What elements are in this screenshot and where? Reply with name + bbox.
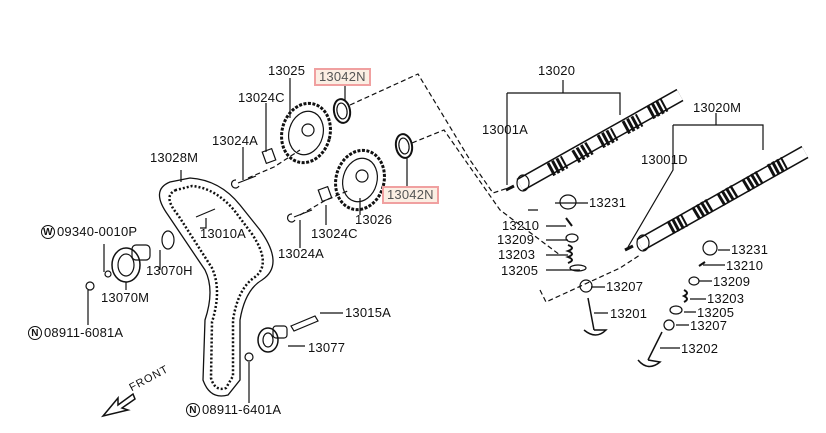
label-13070h[interactable]: 13070H [146,263,193,278]
valve-seal-13207-a [579,279,593,293]
nut-08911-6081a [85,281,95,291]
label-13024a-top[interactable]: 13024A [212,133,259,148]
spring-seat-13205-b [669,305,683,315]
label-13024c-top[interactable]: 13024C [238,90,285,105]
label-13210-b[interactable]: 13210 [726,258,764,273]
idler-pulley [257,327,279,353]
camshaft-exhaust [636,145,809,252]
front-arrow-icon [100,392,136,418]
label-13024a-bottom[interactable]: 13024A [278,246,325,261]
timing-belt [158,177,274,397]
camshaft-sprocket-upper [280,101,332,165]
label-08911-6401a-text: 08911-6401A [202,402,282,417]
pin-13010a [195,208,216,218]
valve-spring-13203-a [565,244,573,264]
label-13015a[interactable]: 13015A [345,305,392,320]
spring-retainer-13209-b [688,276,700,286]
dowel-13001d [624,244,634,252]
camshaft-intake [516,88,684,192]
oil-seal-lower [394,133,414,159]
label-09340-0010p-text: 09340-0010P [57,224,138,239]
tensioner-spring [161,230,175,250]
label-13207-a[interactable]: 13207 [606,279,644,294]
valve-spring-13203-b [681,289,688,303]
label-13209-b[interactable]: 13209 [713,274,751,289]
label-13020[interactable]: 13020 [538,63,576,78]
exhaust-valve-13202 [637,331,663,368]
label-13203-a[interactable]: 13203 [498,247,536,262]
bolt-upper [230,175,257,189]
label-13042n-top[interactable]: 13042N [314,68,371,86]
label-13209-a[interactable]: 13209 [497,232,535,247]
label-13205-a[interactable]: 13205 [501,263,539,278]
intake-valve-13201 [583,297,608,336]
label-13070m[interactable]: 13070M [101,290,150,305]
label-13010a[interactable]: 13010A [200,226,247,241]
label-13028m[interactable]: 13028M [150,150,199,165]
label-13207-b[interactable]: 13207 [690,318,728,333]
nut-symbol-icon: N [186,403,200,417]
washer-symbol-icon: W [41,225,55,239]
washer-upper [261,147,277,165]
label-13201[interactable]: 13201 [610,306,648,321]
label-13020m[interactable]: 13020M [693,100,742,115]
oil-seal-upper [332,98,352,124]
label-13042n-bottom[interactable]: 13042N [382,186,439,204]
nut-08911-6401a [244,352,254,362]
label-13024c-bottom[interactable]: 13024C [311,226,358,241]
label-13202[interactable]: 13202 [681,341,719,356]
label-13231-a[interactable]: 13231 [589,195,627,210]
dowel-13001a [505,184,515,192]
nut-symbol-icon: N [28,326,42,340]
label-13077[interactable]: 13077 [308,340,346,355]
spring-seat-13205-a [569,264,587,272]
label-13001a[interactable]: 13001A [482,122,529,137]
valve-lifter-13231-a [559,194,577,210]
bolt-13015a [290,315,319,332]
label-13210-a[interactable]: 13210 [502,218,540,233]
label-13026[interactable]: 13026 [355,212,393,227]
washer-lower [317,185,333,203]
label-13203-b[interactable]: 13203 [707,291,745,306]
label-13025[interactable]: 13025 [268,63,306,78]
label-08911-6081a-text: 08911-6081A [44,325,124,340]
spring-retainer-13209-a [565,233,579,243]
label-13001d[interactable]: 13001D [641,152,688,167]
valve-seal-13207-b [663,319,675,331]
tensioner-pulley [111,247,141,283]
label-13205-b[interactable]: 13205 [697,305,735,320]
valve-lifter-13231-b [702,240,718,256]
label-13231-b[interactable]: 13231 [731,242,769,257]
